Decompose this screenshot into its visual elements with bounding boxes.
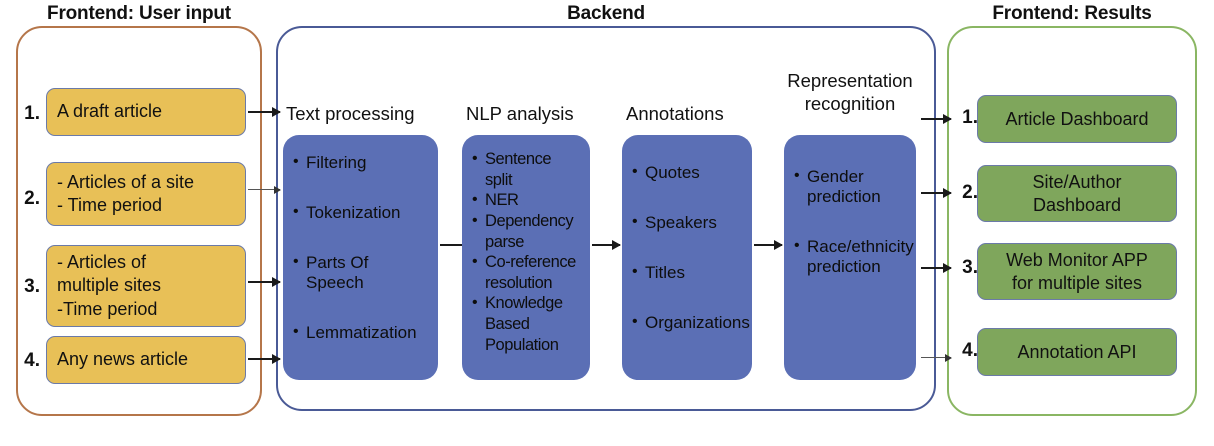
input-number-1: 1. (24, 103, 40, 124)
column-header-nlp-analysis: NLP analysis (466, 103, 574, 124)
input-box-line: - Articles of (57, 251, 147, 272)
input-box-articles-of-multiple-sites[interactable]: - Articles of multiple sites -Time perio… (46, 245, 246, 327)
bullet-item: Filtering (293, 153, 430, 173)
bullet-item: NER (472, 190, 582, 211)
group-title-frontend-results: Frontend: Results (992, 3, 1152, 24)
input-box-line: multiple sites (57, 275, 162, 296)
process-box-nlp-analysis[interactable]: Sentence split NER Dependency parse Co-r… (462, 135, 590, 380)
group-backend (276, 26, 936, 411)
bullet-item: Tokenization (293, 203, 430, 223)
input-box-articles-of-a-site[interactable]: - Articles of a site - Time period (46, 162, 246, 226)
process-box-annotations[interactable]: Quotes Speakers Titles Organizations (622, 135, 752, 380)
result-box-annotation-api[interactable]: Annotation API (977, 328, 1177, 376)
arrow-input3-to-backend (248, 281, 280, 283)
bullet-item: Quotes (632, 163, 744, 183)
bullet-item: Sentence split (472, 149, 582, 190)
bullet-item: Parts Of Speech (293, 253, 398, 293)
arrow-backend-to-result2 (921, 192, 951, 194)
column-header-annotations: Annotations (626, 103, 724, 124)
arrow-backend-to-result1 (921, 118, 951, 120)
group-frontend-results (947, 26, 1197, 416)
bullet-item: Gender prediction (794, 167, 889, 207)
input-box-line: Any news article (57, 349, 189, 370)
input-box-line: A draft article (57, 101, 163, 122)
bullet-item: Titles (632, 263, 744, 283)
column-header-text-processing: Text processing (286, 103, 415, 124)
bullet-item: Lemmatization (293, 323, 430, 343)
group-title-backend: Backend (567, 3, 645, 24)
bullet-item: Co-reference resolution (472, 252, 582, 293)
result-number-4: 4. (962, 340, 978, 361)
result-box-line: Annotation API (1017, 341, 1137, 362)
result-box-line: Dashboard (1032, 194, 1122, 215)
arrow-nlp-to-annotations (592, 244, 620, 246)
result-box-line: for multiple sites (1011, 272, 1143, 293)
input-number-4: 4. (24, 350, 40, 371)
bullet-item: Organizations (632, 313, 750, 333)
result-box-line: Site/Author (1032, 171, 1122, 192)
input-box-line: - Time period (57, 195, 163, 215)
bullet-item: Knowledge Based Population (472, 293, 577, 355)
column-header-representation-recognition-line2: recognition (804, 93, 896, 114)
bullet-item: Speakers (632, 213, 744, 233)
result-box-article-dashboard[interactable]: Article Dashboard (977, 95, 1177, 143)
arrow-input1-to-backend (248, 111, 280, 113)
process-box-representation-recognition[interactable]: Gender prediction Race/ethnicity predict… (784, 135, 916, 380)
result-box-site-author-dashboard[interactable]: Site/Author Dashboard (977, 165, 1177, 222)
result-number-1: 1. (962, 107, 978, 128)
input-box-any-news-article[interactable]: Any news article (46, 336, 246, 384)
arrow-input4-to-backend (248, 358, 280, 360)
result-box-line: Article Dashboard (1005, 108, 1149, 129)
result-number-2: 2. (962, 182, 978, 203)
arrow-backend-to-result4 (921, 357, 951, 359)
result-box-line: Web Monitor APP (1006, 249, 1148, 270)
result-number-3: 3. (962, 257, 978, 278)
arrow-annotations-to-representation (754, 244, 782, 246)
group-frontend-user-input (16, 26, 262, 416)
arrow-textprocessing-to-nlp (440, 244, 470, 246)
input-number-3: 3. (24, 276, 40, 297)
arrow-input2-to-backend (248, 189, 280, 191)
arrow-backend-to-result3 (921, 267, 951, 269)
bullet-item: Race/ethnicity prediction (794, 237, 914, 277)
input-box-draft-article[interactable]: A draft article (46, 88, 246, 136)
group-title-frontend-user-input: Frontend: User input (47, 3, 231, 24)
bullet-item: Dependency parse (472, 211, 582, 252)
input-box-line: - Articles of a site (57, 171, 195, 192)
column-header-representation-recognition-line1: Representation (787, 70, 913, 91)
input-number-2: 2. (24, 188, 40, 209)
result-box-web-monitor-app[interactable]: Web Monitor APP for multiple sites (977, 243, 1177, 300)
process-box-text-processing[interactable]: Filtering Tokenization Parts Of Speech L… (283, 135, 438, 380)
input-box-line: -Time period (57, 298, 158, 319)
